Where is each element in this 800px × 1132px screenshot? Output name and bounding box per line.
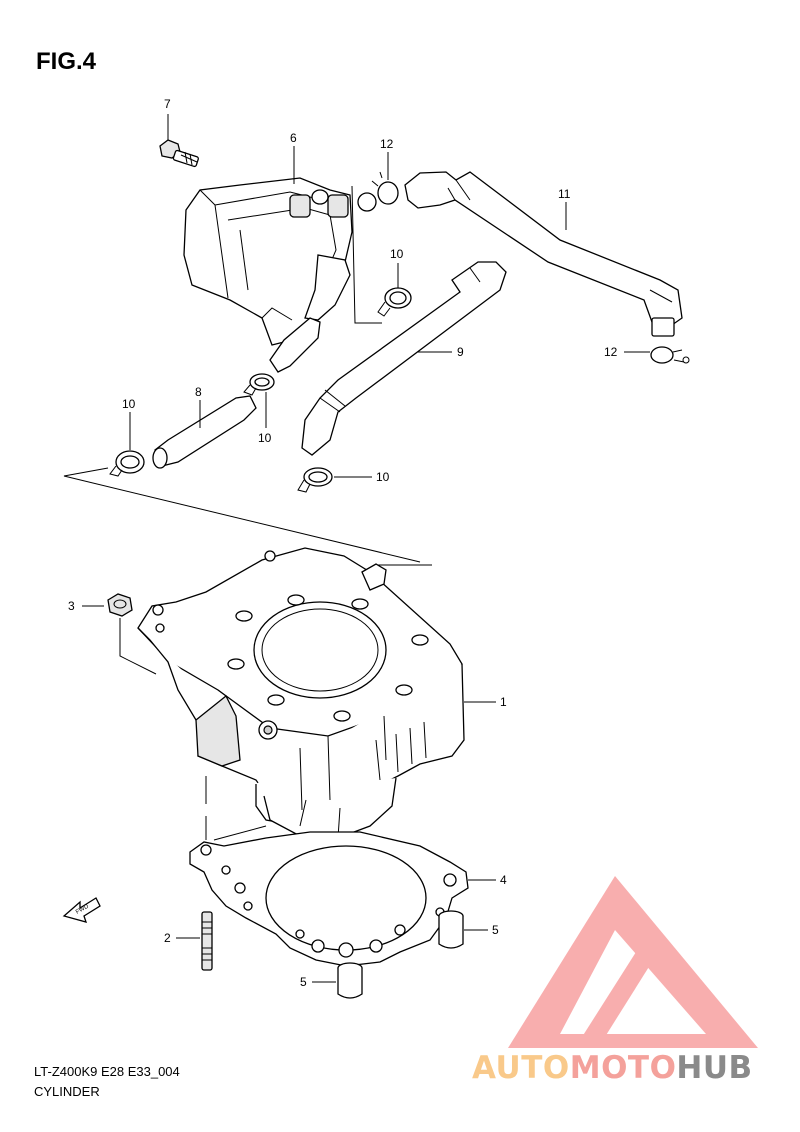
callout-4: 4 bbox=[500, 873, 507, 887]
callout-12-lower: 12 bbox=[604, 345, 618, 359]
callout-2: 2 bbox=[164, 931, 171, 945]
callout-12-upper: 12 bbox=[380, 137, 394, 151]
section-name: CYLINDER bbox=[34, 1084, 100, 1099]
part-1-cylinder bbox=[137, 547, 465, 839]
watermark-emblem bbox=[508, 876, 758, 1048]
callout-10-bottom: 10 bbox=[376, 470, 390, 484]
part-12-clamp-upper bbox=[357, 171, 399, 212]
diagram-caption: LT-Z400K9 E28 E33_004 CYLINDER bbox=[34, 1062, 180, 1102]
part-6-reed-valve-case bbox=[183, 177, 353, 346]
part-10-clamp-top bbox=[377, 287, 412, 317]
callout-10-middle: 10 bbox=[258, 431, 272, 445]
watermark-wordmark: AUTOMOTOHUB bbox=[472, 1050, 753, 1086]
part-11-long-hose bbox=[404, 171, 683, 337]
callout-10-left: 10 bbox=[122, 397, 136, 411]
emblem-right-stroke bbox=[648, 930, 742, 1040]
figure-title: FIG.4 bbox=[36, 48, 97, 75]
part-2-stud-bolt bbox=[201, 911, 213, 971]
callout-8: 8 bbox=[195, 385, 202, 399]
part-10-clamp-left bbox=[109, 450, 145, 477]
part-12-clamp-lower bbox=[650, 346, 690, 364]
part-7-bolt bbox=[159, 139, 199, 168]
callout-10-top: 10 bbox=[390, 247, 404, 261]
part-8-hose bbox=[152, 395, 257, 469]
wordmark-hub: HUB bbox=[676, 1050, 753, 1086]
part-4-gasket bbox=[189, 831, 469, 967]
callout-9: 9 bbox=[457, 345, 464, 359]
emblem-left-stroke bbox=[575, 930, 662, 1048]
part-5-dowel-pin-right bbox=[438, 910, 464, 949]
part-9-hose bbox=[301, 261, 507, 456]
callout-6: 6 bbox=[290, 131, 297, 145]
small-hose-joint bbox=[243, 317, 321, 396]
part-5-dowel-pin-left bbox=[337, 962, 363, 999]
model-code: LT-Z400K9 E28 E33_004 bbox=[34, 1064, 180, 1079]
forward-arrow-icon: FWD bbox=[62, 897, 101, 923]
callout-7: 7 bbox=[164, 97, 171, 111]
part-3-nut bbox=[107, 593, 133, 617]
callout-5-right: 5 bbox=[492, 923, 499, 937]
wordmark-auto: AUTO bbox=[472, 1050, 570, 1086]
part-10-clamp-bottom bbox=[297, 467, 333, 493]
callout-1: 1 bbox=[500, 695, 507, 709]
callout-5-left: 5 bbox=[300, 975, 307, 989]
wordmark-moto: MOTO bbox=[569, 1050, 677, 1086]
callout-11: 11 bbox=[558, 187, 571, 201]
callout-3: 3 bbox=[68, 599, 75, 613]
